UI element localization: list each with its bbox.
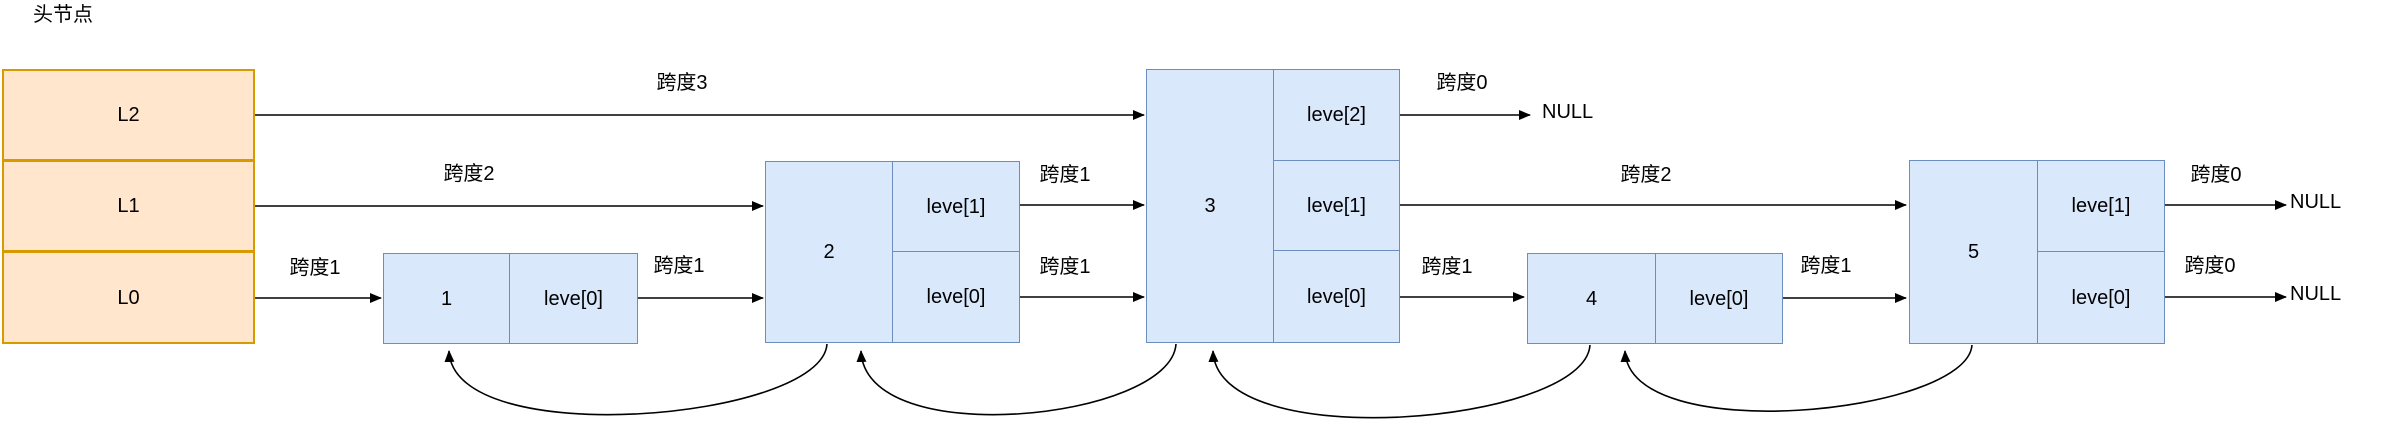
node-3-value-cell: 3 [1146, 69, 1274, 343]
node-2-value-cell: 2 [765, 161, 893, 343]
arrow-back-node3-to-node2 [856, 343, 1177, 416]
header-level-l1: L1 [2, 160, 255, 252]
node-2-level1-cell: leve[1] [892, 161, 1020, 252]
arrow-back-node2-to-node1 [444, 343, 828, 416]
span-label-node2-l0: 跨度1 [1039, 256, 1091, 278]
span-label-node2-l1: 跨度1 [1039, 164, 1091, 186]
node-4-value-cell: 4 [1527, 253, 1656, 344]
span-label-head-l0: 跨度1 [289, 257, 341, 279]
span-label-node3-l2: 跨度0 [1436, 72, 1488, 94]
arrow-back-node5-to-node4 [1620, 344, 1973, 412]
header-level-l0: L0 [2, 251, 255, 344]
node-4-level0-cell: leve[0] [1655, 253, 1783, 344]
header-level-l2: L2 [2, 69, 255, 161]
node-3-level0-cell: leve[0] [1273, 250, 1400, 343]
node-3-level1-cell: leve[1] [1273, 160, 1400, 251]
span-label-head-l1: 跨度2 [443, 163, 495, 185]
span-label-node1-l0: 跨度1 [653, 255, 705, 277]
node-1-value-cell: 1 [383, 253, 510, 344]
null-label-l2: NULL [1542, 101, 1594, 123]
node-1-level0-cell: leve[0] [509, 253, 638, 344]
node-5-level0-cell: leve[0] [2037, 251, 2165, 344]
span-label-node5-l0: 跨度0 [2184, 255, 2236, 277]
span-label-node3-l1: 跨度2 [1620, 164, 1672, 186]
span-label-node4-l0: 跨度1 [1800, 255, 1852, 277]
node-2-level0-cell: leve[0] [892, 251, 1020, 343]
null-label-l0: NULL [2290, 283, 2342, 305]
diagram-title: 头节点 [33, 4, 93, 26]
span-label-node3-l0: 跨度1 [1421, 256, 1473, 278]
node-5-level1-cell: leve[1] [2037, 160, 2165, 252]
arrow-back-node4-to-node3 [1208, 344, 1591, 419]
span-label-head-l2: 跨度3 [656, 72, 708, 94]
node-3-level2-cell: leve[2] [1273, 69, 1400, 161]
span-label-node5-l1: 跨度0 [2190, 164, 2242, 186]
node-5-value-cell: 5 [1909, 160, 2038, 344]
null-label-l1: NULL [2290, 191, 2342, 213]
